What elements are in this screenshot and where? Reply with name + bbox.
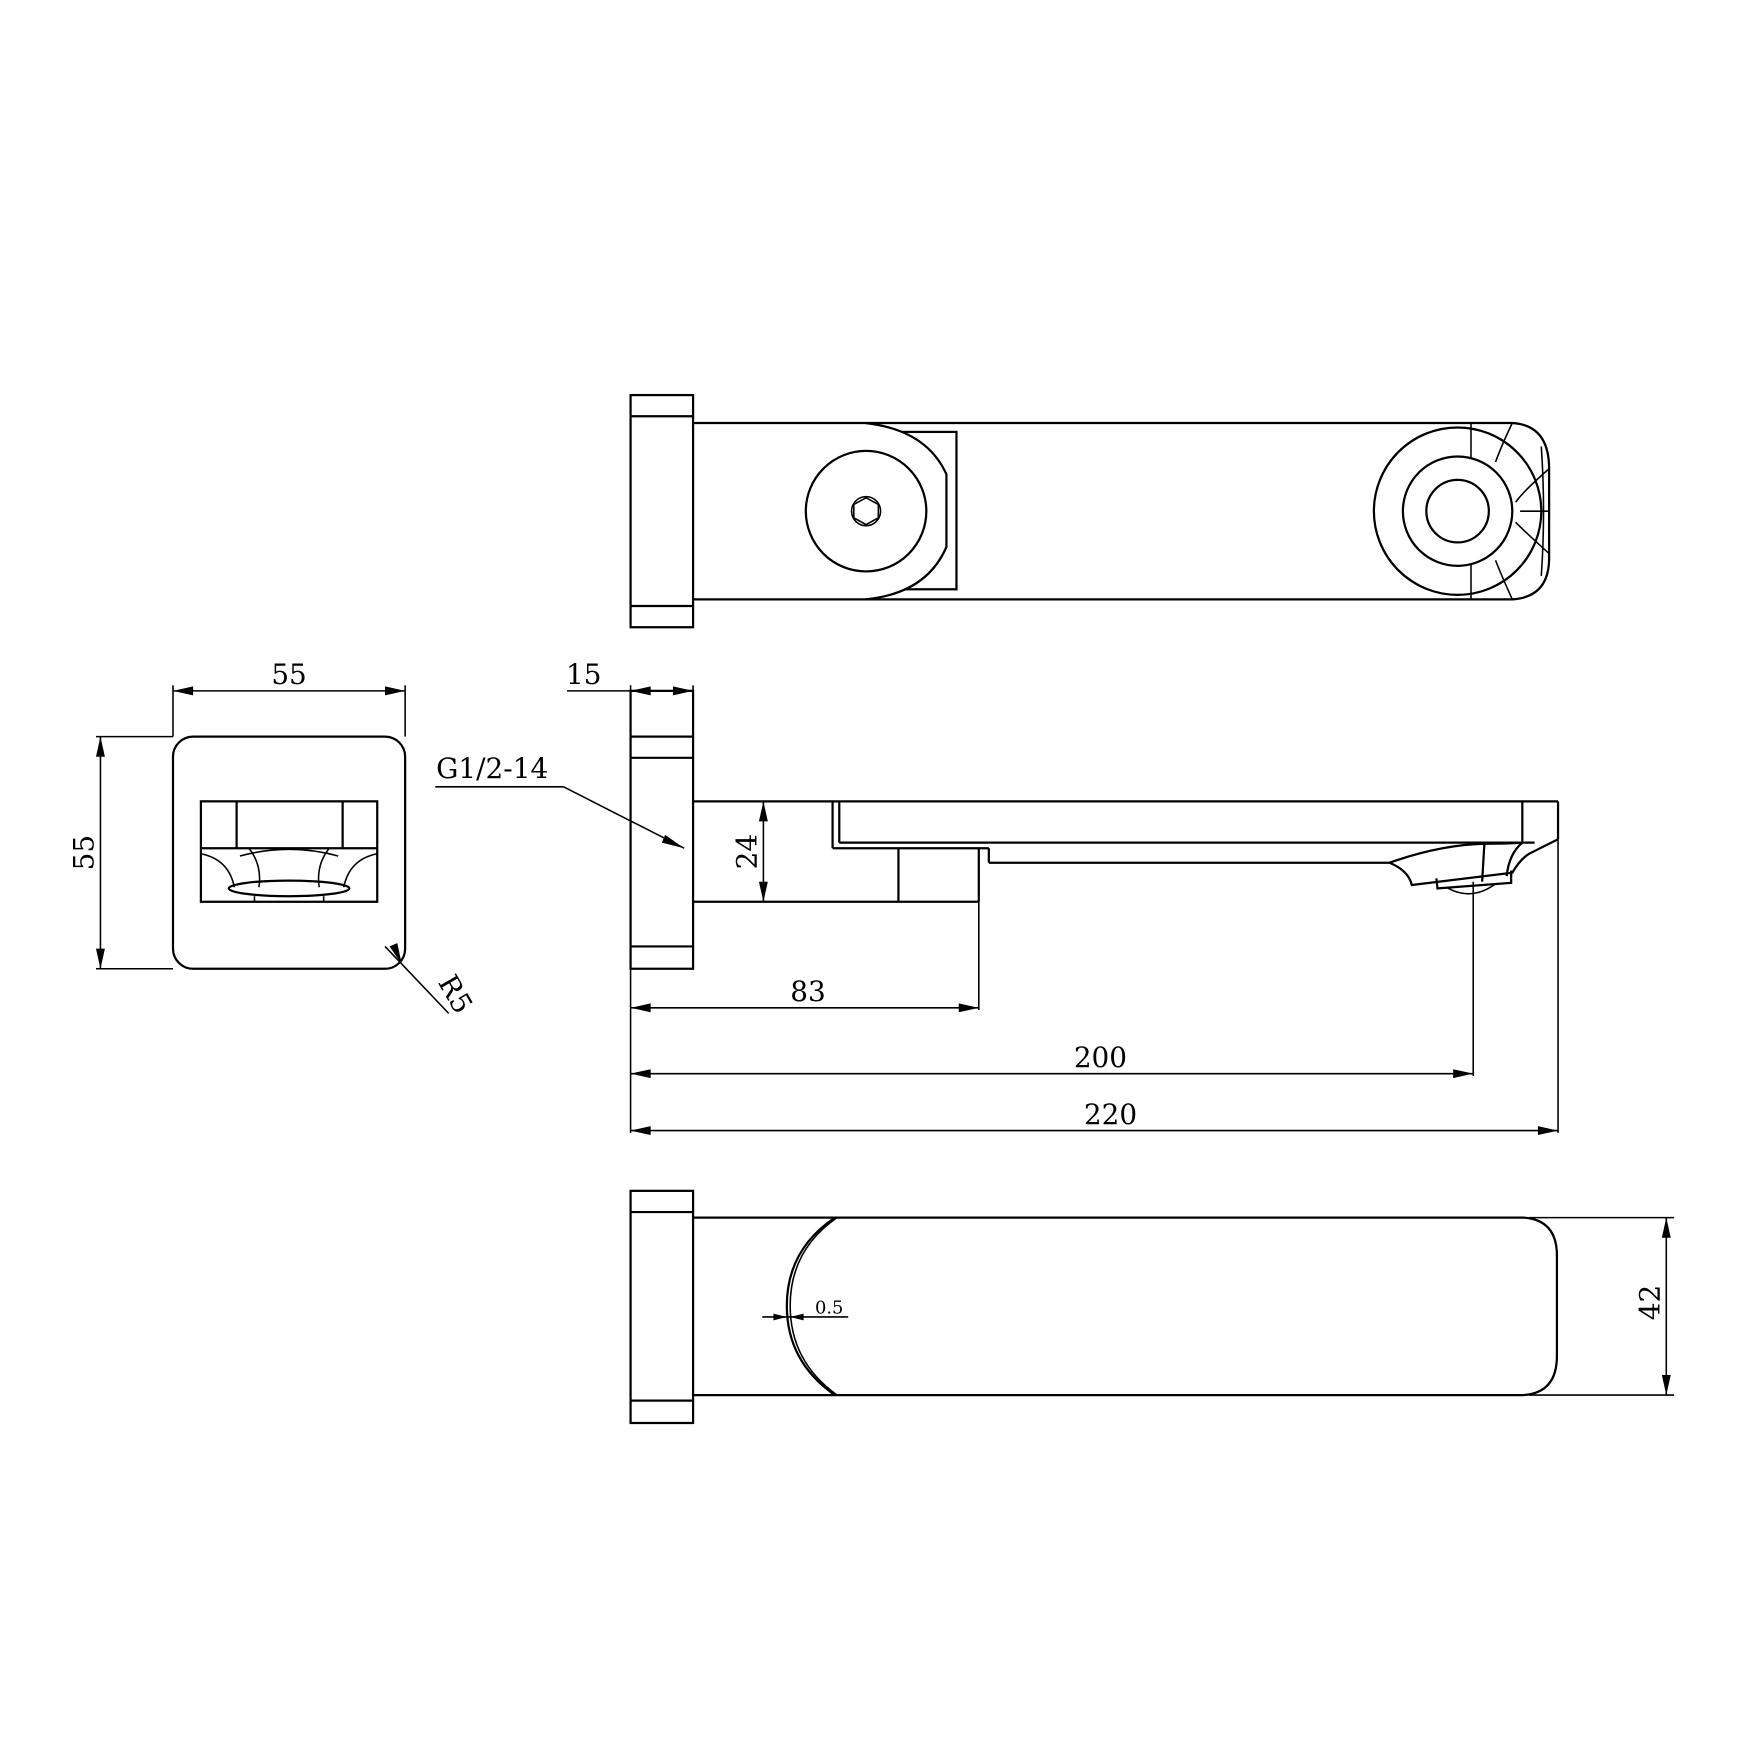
- dim-83: 83: [790, 975, 826, 1008]
- gap-dim: 0.5: [815, 1298, 843, 1319]
- dim-200: 200: [1074, 1041, 1127, 1074]
- thread-label: G1/2-14: [436, 752, 548, 785]
- dim-220: 220: [1084, 1098, 1137, 1131]
- radius-dim: R5: [431, 969, 479, 1019]
- front-view: 55 55 R5: [68, 658, 480, 1019]
- bottom-view: 0.5 42: [629, 1189, 1675, 1425]
- bottom-width-dim: 42: [1634, 1285, 1667, 1321]
- front-height-dim: 55: [68, 835, 101, 871]
- flange-dim: 15: [566, 658, 601, 691]
- front-width-dim: 55: [271, 658, 307, 691]
- top-view: [629, 393, 1551, 629]
- side-view: 15 G1/2-14 24 83 200 220: [435, 658, 1560, 1136]
- pipe-dim: 24: [731, 834, 764, 870]
- screw-head: [804, 449, 928, 573]
